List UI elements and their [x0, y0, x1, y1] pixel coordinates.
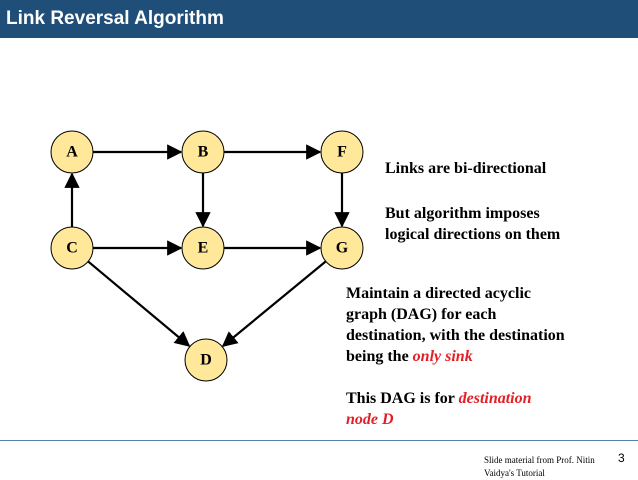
note-line: graph (DAG) for each — [346, 306, 497, 323]
node-circle — [320, 226, 364, 270]
only-sink-emphasis: only sink — [412, 348, 473, 365]
edge-c-d — [87, 260, 191, 347]
note-line: This DAG is for destination — [346, 388, 532, 409]
node-circle — [181, 226, 225, 270]
note-text: This DAG is for — [346, 390, 459, 407]
node-circle — [50, 130, 94, 174]
node-label: C — [66, 240, 78, 257]
note-line: logical directions on them — [385, 226, 561, 243]
node-g: G — [320, 226, 364, 270]
edges-layer — [64, 144, 350, 347]
node-c: C — [50, 226, 94, 270]
note-line: destination, with the destination — [346, 327, 565, 344]
note-this-dag: This DAG is for destination node D — [346, 388, 532, 430]
node-f: F — [320, 130, 364, 174]
node-circle — [184, 338, 228, 382]
note-links-bidirectional: Links are bi-directional — [385, 160, 547, 177]
footer-credit: Slide material from Prof. Nitin Vaidya's… — [484, 455, 595, 478]
node-label: E — [198, 240, 209, 257]
node-a: A — [50, 130, 94, 174]
node-circle — [320, 130, 364, 174]
node-b: B — [181, 130, 225, 174]
node-label: A — [66, 144, 78, 161]
note-line: being the only sink — [346, 346, 565, 367]
note-text: being the — [346, 348, 413, 365]
page-number: 3 — [618, 451, 625, 465]
node-label: B — [198, 144, 209, 161]
nodes-layer: A B F C E G D — [50, 130, 364, 382]
footer-divider — [0, 440, 638, 441]
node-circle — [181, 130, 225, 174]
node-e: E — [181, 226, 225, 270]
edge-g-d — [221, 260, 327, 347]
note-line: node D — [346, 409, 532, 430]
node-label: F — [337, 144, 347, 161]
slide-title: Link Reversal Algorithm — [0, 0, 638, 38]
node-d: D — [184, 338, 228, 382]
node-label: G — [336, 240, 349, 257]
node-label: D — [200, 352, 212, 369]
node-d-emphasis: node D — [346, 411, 394, 428]
destination-emphasis: destination — [458, 390, 532, 407]
note-line: Maintain a directed acyclic — [346, 285, 531, 302]
note-maintain-dag: Maintain a directed acyclic graph (DAG) … — [346, 283, 565, 367]
node-circle — [50, 226, 94, 270]
note-logical-directions: But algorithm imposes logical directions… — [385, 203, 560, 245]
note-line: But algorithm imposes — [385, 205, 540, 222]
